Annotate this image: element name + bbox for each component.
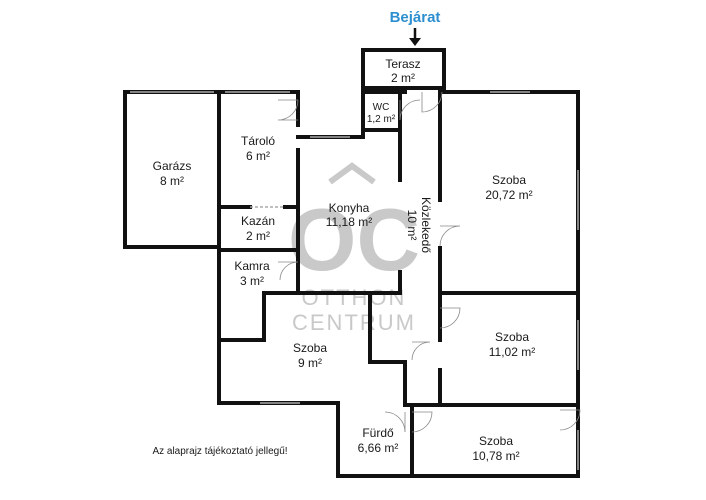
- room-tarolo-area: 6 m²: [246, 149, 270, 163]
- entrance-label: Bejárat: [390, 9, 441, 26]
- door-kamra: [278, 261, 299, 281]
- door-szoba4-inner: [411, 411, 433, 433]
- room-garazs-name: Garázs: [153, 159, 192, 173]
- room-kamra-area: 3 m²: [240, 274, 264, 288]
- watermark-roof-icon: [328, 162, 376, 185]
- room-wc-area: 1,2 m²: [367, 114, 396, 125]
- room-tarolo-name: Tároló: [241, 134, 275, 148]
- room-konyha-name: Konyha: [329, 201, 370, 215]
- room-konyha-area: 11,18 m²: [326, 215, 372, 229]
- watermark-line2: CENTRUM: [292, 310, 416, 335]
- windows: [130, 91, 579, 470]
- wall-kamra-bottom: [217, 291, 300, 342]
- room-terasz-name: Terasz: [385, 57, 420, 71]
- room-garazs-area: 8 m²: [160, 174, 184, 188]
- room-kazan-area: 2 m²: [246, 229, 270, 243]
- disclaimer-note: Az alaprajz tájékoztató jellegű!: [152, 446, 287, 457]
- room-kamra-name: Kamra: [234, 259, 270, 273]
- watermark: OC OTTHON CENTRUM: [288, 162, 420, 335]
- room-szoba2-area: 11,02 m²: [489, 345, 535, 359]
- door-szoba1: [439, 225, 461, 247]
- door-entrance: [421, 91, 443, 113]
- wall-terasz: [361, 48, 446, 90]
- room-szoba1-name: Szoba: [492, 173, 526, 187]
- doors: [277, 91, 581, 433]
- room-kazan-name: Kazán: [241, 214, 275, 228]
- room-wc-name: WC: [373, 102, 390, 113]
- door-wc: [399, 99, 421, 121]
- room-szoba1-area: 20,72 m²: [485, 188, 532, 202]
- door-szoba4: [559, 409, 581, 431]
- room-szoba3-area: 9 m²: [298, 356, 322, 370]
- room-szoba4-area: 10,78 m²: [472, 449, 519, 463]
- room-furdo-area: 6,66 m²: [358, 441, 399, 455]
- room-szoba4-name: Szoba: [479, 434, 513, 448]
- room-szoba3-name: Szoba: [293, 341, 327, 355]
- room-labels: Terasz 2 m² WC 1,2 m² Garázs 8 m² Tároló…: [153, 57, 536, 463]
- door-furdo: [384, 411, 406, 433]
- room-kozlekedo-name: Közlekedő: [419, 197, 433, 253]
- room-kozlekedo-area: 10 m²: [405, 210, 419, 241]
- door-tarolo: [277, 99, 299, 121]
- watermark-line1: OTTHON: [302, 285, 407, 310]
- entrance: Bejárat: [390, 9, 441, 46]
- entrance-arrow-icon: [409, 38, 421, 46]
- room-furdo-name: Fürdő: [362, 426, 394, 440]
- room-szoba2-name: Szoba: [495, 330, 529, 344]
- room-terasz-area: 2 m²: [391, 71, 415, 85]
- door-szoba3: [411, 341, 431, 361]
- door-szoba2: [439, 307, 461, 329]
